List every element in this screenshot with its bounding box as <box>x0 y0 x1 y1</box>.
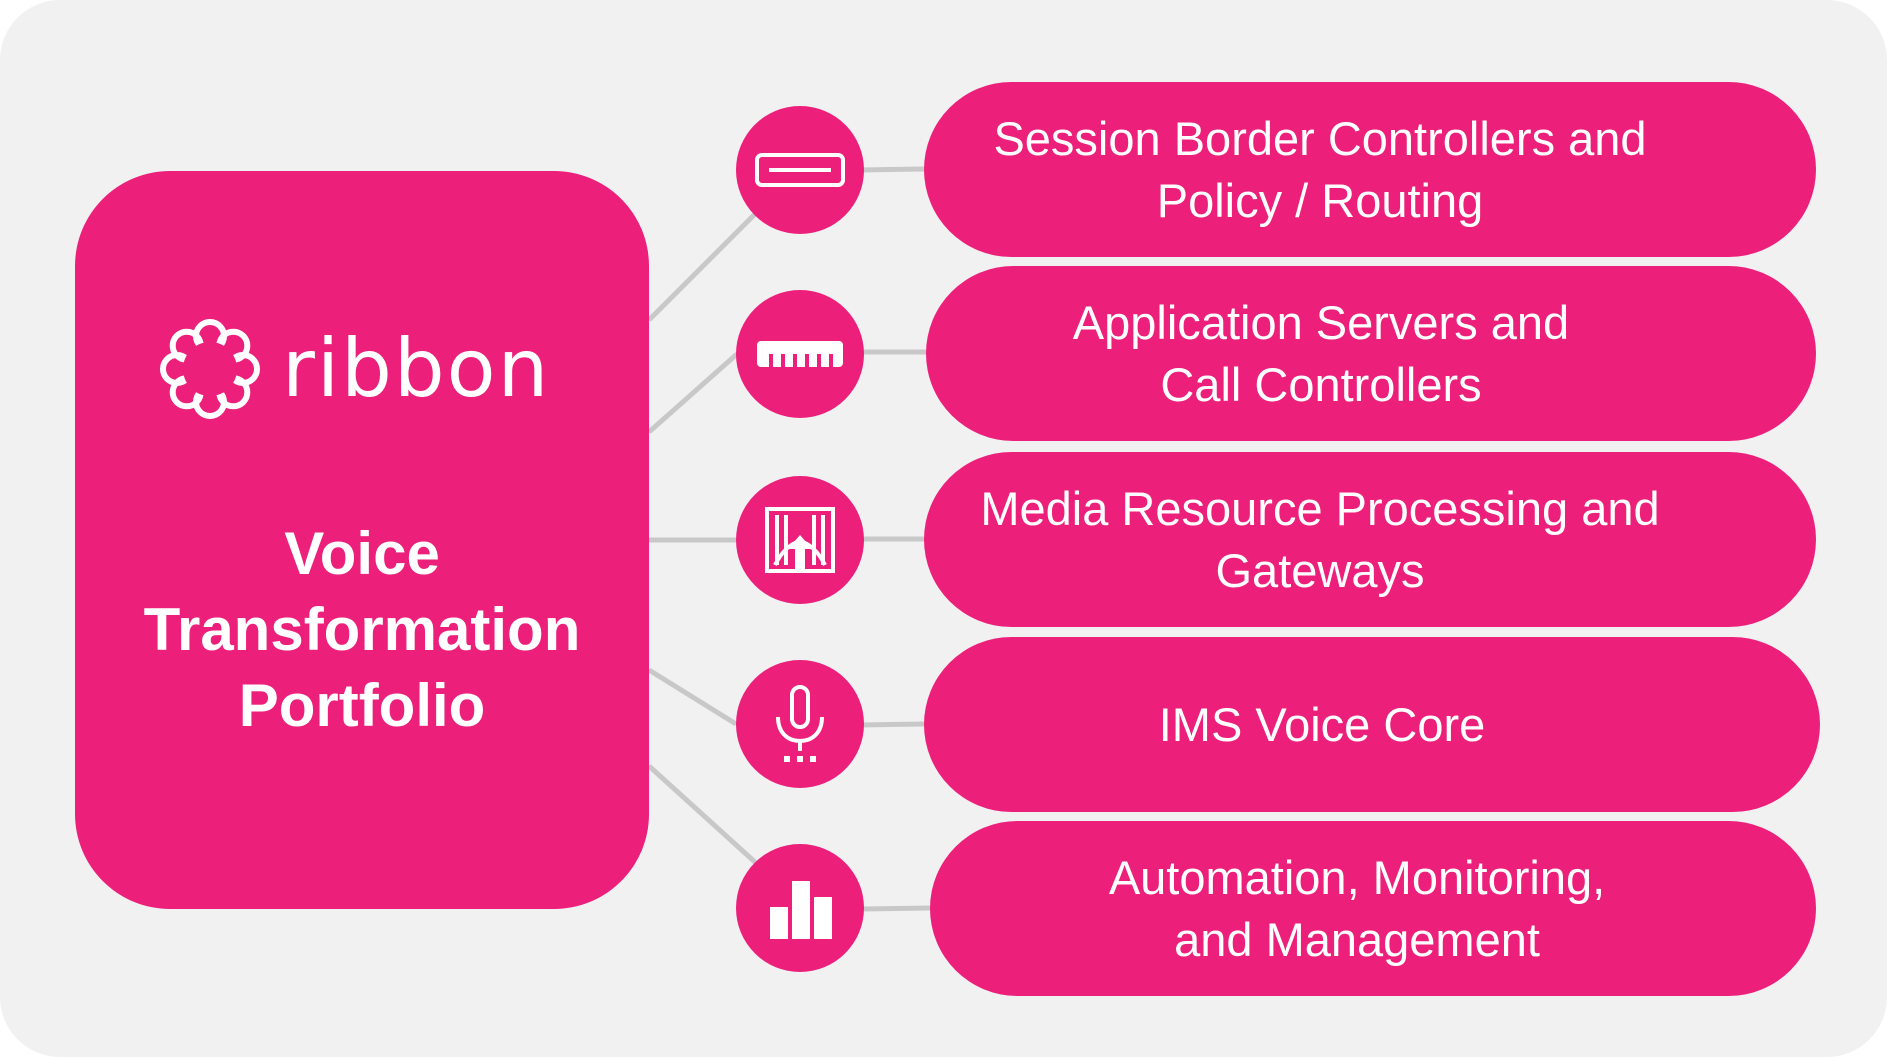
connector-line-4a <box>647 667 738 727</box>
item-1-pill: Session Border Controllers and Policy / … <box>924 82 1816 257</box>
server-appliance-icon <box>755 153 845 187</box>
item-5-label-line-1: Automation, Monitoring, <box>1108 850 1606 904</box>
item-5-icon-circle <box>736 844 864 972</box>
media-gateway-icon <box>765 507 835 573</box>
connector-line-4b <box>859 721 925 728</box>
item-4-label-line-1: IMS Voice Core <box>1158 697 1486 751</box>
connector-line-2a <box>647 352 739 434</box>
item-1-icon-circle <box>736 106 864 234</box>
microphone-icon <box>776 685 824 762</box>
item-5-label: Automation, Monitoring, and Management <box>1109 847 1605 971</box>
ribbon-logo-text: ribbon <box>282 322 551 415</box>
item-3-label-line-1: Media Resource Processing and <box>980 481 1660 535</box>
item-2-icon-circle <box>736 290 864 418</box>
item-1-label-line-1: Session Border Controllers and <box>993 111 1647 165</box>
portfolio-title: Voice Transformation Portfolio <box>75 516 649 744</box>
item-3-pill: Media Resource Processing and Gateways <box>924 452 1816 627</box>
item-3-label-line-2: Gateways <box>1215 543 1425 597</box>
item-5-label-line-2: and Management <box>1174 912 1540 966</box>
item-1-label: Session Border Controllers and Policy / … <box>993 108 1646 232</box>
ribbon-logo: ribbon <box>160 319 550 419</box>
item-5-pill: Automation, Monitoring, and Management <box>930 821 1816 996</box>
item-2-label: Application Servers and Call Controllers <box>1073 292 1569 416</box>
item-2-pill: Application Servers and Call Controllers <box>926 266 1816 441</box>
item-3-label: Media Resource Processing and Gateways <box>980 478 1659 602</box>
connector-line-5b <box>859 905 931 912</box>
item-1-label-line-2: Policy / Routing <box>1156 173 1484 227</box>
voice-portfolio-box: ribbon Voice Transformation Portfolio <box>75 171 649 909</box>
item-4-label: IMS Voice Core <box>1159 694 1486 756</box>
item-4-pill: IMS Voice Core <box>924 637 1820 812</box>
ribbon-logo-icon <box>160 319 260 419</box>
item-2-label-line-1: Application Servers and <box>1072 295 1570 349</box>
item-2-label-line-2: Call Controllers <box>1160 357 1482 411</box>
connector-line-5a <box>647 764 758 865</box>
connector-line-1a <box>647 211 758 322</box>
connector-line-1b <box>859 166 925 173</box>
portfolio-title-line-1: Voice <box>284 520 440 587</box>
rack-module-icon <box>757 341 843 367</box>
item-4-icon-circle <box>736 660 864 788</box>
portfolio-title-line-2: Transformation <box>143 596 581 663</box>
portfolio-title-line-3: Portfolio <box>238 672 486 739</box>
item-3-icon-circle <box>736 476 864 604</box>
bar-chart-icon <box>770 881 832 939</box>
